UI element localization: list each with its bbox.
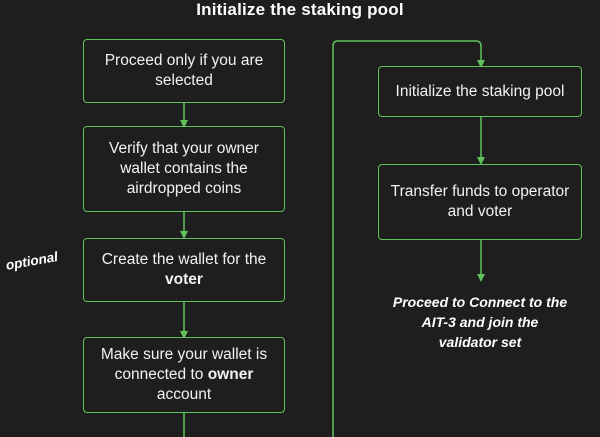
step-verify-owner-wallet: Verify that your owner wallet contains t… bbox=[83, 126, 285, 212]
step-proceed-if-selected-label: Proceed only if you are selected bbox=[104, 52, 264, 89]
connector-loop-to-right-column bbox=[332, 40, 485, 437]
final-note: Proceed to Connect to the AIT-3 and join… bbox=[392, 294, 568, 350]
step-transfer-funds: Transfer funds to operator and voter bbox=[378, 164, 582, 240]
step-connect-owner-account-label: Make sure your wallet is connected to ow… bbox=[100, 346, 268, 403]
step-connect-owner-account: Make sure your wallet is connected to ow… bbox=[83, 337, 285, 413]
step-create-voter-wallet-label: Create the wallet for the voter bbox=[101, 251, 267, 288]
step-initialize-staking-pool-label: Initialize the staking pool bbox=[395, 82, 565, 100]
diagram-title: Initialize the staking pool bbox=[196, 0, 404, 19]
step-initialize-staking-pool: Initialize the staking pool bbox=[378, 66, 582, 117]
step-proceed-if-selected: Proceed only if you are selected bbox=[83, 39, 285, 103]
step-create-voter-wallet: Create the wallet for the voter bbox=[83, 238, 285, 302]
step-transfer-funds-label: Transfer funds to operator and voter bbox=[390, 183, 570, 220]
step-verify-owner-wallet-label: Verify that your owner wallet contains t… bbox=[109, 140, 259, 197]
